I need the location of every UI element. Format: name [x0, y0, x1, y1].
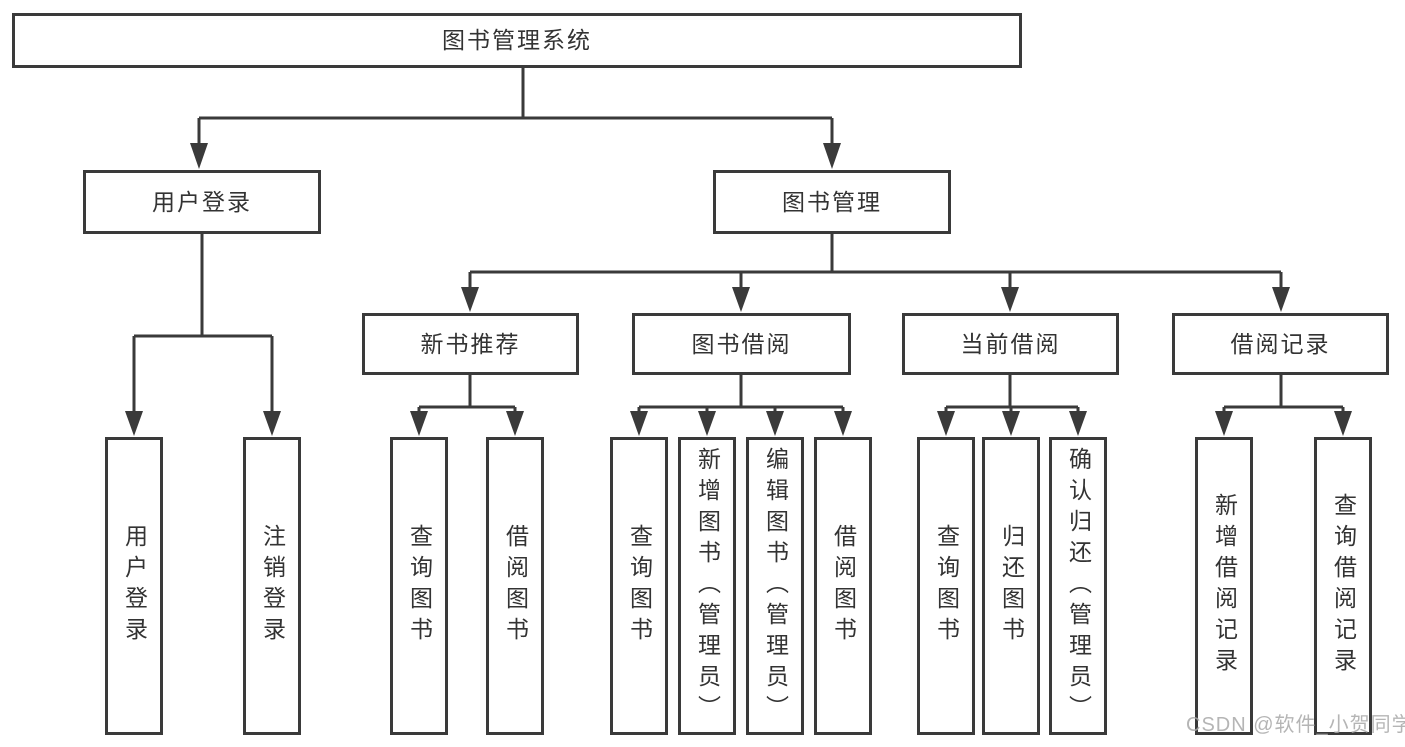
node-root: 图书管理系统 — [12, 13, 1022, 68]
leaf-label: 新增借阅记录 — [1211, 493, 1238, 679]
leaf-label: 查询图书 — [933, 524, 960, 648]
node-leaf-query-books-3: 查询图书 — [917, 437, 975, 735]
arrowhead-icon — [732, 287, 750, 312]
arrowhead-icon — [823, 143, 841, 169]
arrowhead-icon — [1215, 411, 1233, 436]
leaf-label: 新增图书（管理员） — [694, 446, 721, 726]
arrowhead-icon — [190, 143, 208, 169]
node-leaf-query-borrow-record: 查询借阅记录 — [1314, 437, 1372, 735]
node-leaf-query-books-1: 查询图书 — [390, 437, 448, 735]
node-book-borrow: 图书借阅 — [632, 313, 851, 375]
node-book-borrow-label: 图书借阅 — [691, 330, 792, 357]
arrowhead-icon — [1334, 411, 1352, 436]
arrowhead-icon — [1002, 411, 1020, 436]
node-user-login: 用户登录 — [83, 170, 321, 234]
node-book-management-label: 图书管理 — [782, 188, 882, 215]
node-leaf-borrow-books-1: 借阅图书 — [486, 437, 544, 735]
node-leaf-confirm-return-admin: 确认归还（管理员） — [1049, 437, 1107, 735]
node-leaf-add-books-admin: 新增图书（管理员） — [678, 437, 736, 735]
leaf-label: 注销登录 — [259, 524, 286, 648]
node-user-login-label: 用户登录 — [152, 188, 252, 215]
node-current-borrow: 当前借阅 — [902, 313, 1119, 375]
leaf-label: 确认归还（管理员） — [1065, 446, 1092, 726]
arrowhead-icon — [937, 411, 955, 436]
node-root-label: 图书管理系统 — [442, 27, 592, 53]
node-leaf-edit-books-admin: 编辑图书（管理员） — [746, 437, 804, 735]
leaf-label: 查询图书 — [626, 524, 653, 648]
arrowheads — [125, 143, 1352, 436]
arrowhead-icon — [1272, 287, 1290, 312]
node-leaf-query-books-2: 查询图书 — [610, 437, 668, 735]
watermark: CSDN @软件_小贺同学 — [1186, 714, 1405, 736]
arrowhead-icon — [1069, 411, 1087, 436]
leaf-label: 借阅图书 — [502, 524, 529, 648]
node-borrow-records: 借阅记录 — [1172, 313, 1389, 375]
arrowhead-icon — [461, 287, 479, 312]
arrowhead-icon — [630, 411, 648, 436]
arrowhead-icon — [506, 411, 524, 436]
leaf-label: 查询借阅记录 — [1330, 493, 1357, 679]
node-new-book-recommend: 新书推荐 — [362, 313, 579, 375]
leaf-label: 归还图书 — [998, 524, 1025, 648]
node-leaf-return-books: 归还图书 — [982, 437, 1040, 735]
leaf-label: 编辑图书（管理员） — [762, 446, 789, 726]
leaf-label: 借阅图书 — [830, 524, 857, 648]
arrowhead-icon — [125, 411, 143, 436]
node-current-borrow-label: 当前借阅 — [960, 330, 1061, 357]
node-leaf-logout: 注销登录 — [243, 437, 301, 735]
leaf-label: 用户登录 — [121, 524, 148, 648]
arrowhead-icon — [698, 411, 716, 436]
arrowhead-icon — [834, 411, 852, 436]
leaf-label: 查询图书 — [406, 524, 433, 648]
node-borrow-records-label: 借阅记录 — [1230, 330, 1331, 357]
node-leaf-borrow-books-2: 借阅图书 — [814, 437, 872, 735]
node-leaf-user-login: 用户登录 — [105, 437, 163, 735]
arrowhead-icon — [1001, 287, 1019, 312]
node-book-management: 图书管理 — [713, 170, 951, 234]
arrowhead-icon — [766, 411, 784, 436]
arrowhead-icon — [263, 411, 281, 436]
node-leaf-add-borrow-record: 新增借阅记录 — [1195, 437, 1253, 735]
arrowhead-icon — [410, 411, 428, 436]
node-new-book-recommend-label: 新书推荐 — [420, 330, 521, 357]
